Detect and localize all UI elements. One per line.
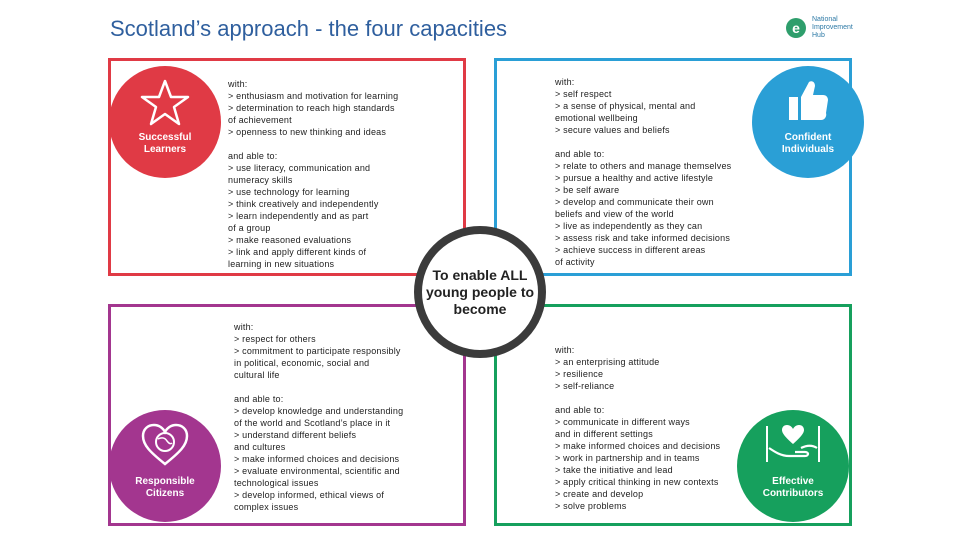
text-line: > solve problems <box>555 501 627 511</box>
logo: e National Improvement Hub <box>786 16 862 40</box>
text-line: of activity <box>555 257 595 267</box>
hands-heart-icon <box>766 425 820 462</box>
text-line: > think creatively and independently <box>228 199 379 209</box>
effective-contributors-box <box>494 304 852 526</box>
heart-globe-icon <box>141 423 189 466</box>
confident-individuals-badge: Confident Individuals <box>752 66 864 178</box>
effective-contributors-text: with: > an enterprising attitude > resilie… <box>555 344 740 512</box>
text-line: and able to: <box>234 394 284 404</box>
text-line: numeracy skills <box>228 175 293 185</box>
text-line: complex issues <box>234 502 299 512</box>
text-line: > pursue a healthy and active lifestyle <box>555 173 714 183</box>
effective-contributors-label: Effective Contributors <box>762 476 824 499</box>
text-line: with: <box>555 345 575 355</box>
text-line: with: <box>555 77 575 87</box>
text-line: > a sense of physical, mental and <box>555 101 696 111</box>
responsible-citizens-text: with: > respect for others > commitment to… <box>234 321 424 513</box>
text-line: > take the initiative and lead <box>555 465 673 475</box>
text-line: and able to: <box>555 149 605 159</box>
text-line: > live as independently as they can <box>555 221 703 231</box>
text-line: > respect for others <box>234 334 316 344</box>
text-line: > achieve success in different areas <box>555 245 706 255</box>
text-line: > self-reliance <box>555 381 615 391</box>
responsible-citizens-badge: Responsible Citizens <box>109 410 221 522</box>
text-line: > evaluate environmental, scientific and <box>234 466 400 476</box>
successful-learners-box <box>108 58 466 276</box>
text-line: > an enterprising attitude <box>555 357 660 367</box>
text-line: > develop and communicate their own <box>555 197 714 207</box>
text-line: > openness to new thinking and ideas <box>228 127 387 137</box>
text-line: > communicate in different ways <box>555 417 690 427</box>
responsible-citizens-box <box>108 304 466 526</box>
text-line: > understand different beliefs <box>234 430 357 440</box>
text-line: with: <box>228 79 248 89</box>
text-line: > resilience <box>555 369 604 379</box>
successful-learners-label: Successful Learners <box>138 132 192 155</box>
successful-learners-text: with: > enthusiasm and motivation for lea… <box>228 78 428 270</box>
text-line: and cultures <box>234 442 286 452</box>
logo-mark: e <box>786 18 806 38</box>
thumbs-up-icon <box>789 81 828 120</box>
text-line: > make informed choices and decisions <box>234 454 400 464</box>
text-line: > use literacy, communication and <box>228 163 371 173</box>
text-line: > make informed choices and decisions <box>555 441 721 451</box>
text-line: and in different settings <box>555 429 653 439</box>
text-line: > apply critical thinking in new context… <box>555 477 719 487</box>
text-line: > relate to others and manage themselves <box>555 161 732 171</box>
text-line: > develop informed, ethical views of <box>234 490 385 500</box>
effective-contributors-badge: Effective Contributors <box>737 410 849 522</box>
confident-individuals-box <box>494 58 852 276</box>
text-line: technological issues <box>234 478 319 488</box>
text-line: > self respect <box>555 89 612 99</box>
text-line: of a group <box>228 223 271 233</box>
responsible-citizens-label: Responsible Citizens <box>135 476 195 499</box>
text-line: > work in partnership and in teams <box>555 453 700 463</box>
text-line: > make reasoned evaluations <box>228 235 352 245</box>
text-line: > assess risk and take informed decision… <box>555 233 731 243</box>
text-line: > develop knowledge and understanding <box>234 406 404 416</box>
center-text: To enable ALL young people to become <box>425 266 535 317</box>
page-title: Scotland’s approach - the four capacitie… <box>110 16 508 41</box>
text-line: > use technology for learning <box>228 187 350 197</box>
confident-individuals-text: with: > self respect > a sense of physical… <box>555 76 750 268</box>
center-circle: To enable ALL young people to become <box>414 226 546 358</box>
star-icon <box>140 79 190 126</box>
text-line: and able to: <box>228 151 278 161</box>
successful-learners-badge: Successful Learners <box>109 66 221 178</box>
text-line: cultural life <box>234 370 280 380</box>
text-line: learning in new situations <box>228 259 335 269</box>
text-line: > link and apply different kinds of <box>228 247 367 257</box>
text-line: with: <box>234 322 254 332</box>
text-line: emotional wellbeing <box>555 113 638 123</box>
logo-text: National Improvement Hub <box>812 16 853 39</box>
text-line: > determination to reach high standards <box>228 103 395 113</box>
text-line: > secure values and beliefs <box>555 125 670 135</box>
text-line: > create and develop <box>555 489 644 499</box>
text-line: > enthusiasm and motivation for learning <box>228 91 399 101</box>
text-line: > be self aware <box>555 185 620 195</box>
text-line: > learn independently and as part <box>228 211 369 221</box>
text-line: > commitment to participate responsibly <box>234 346 401 356</box>
confident-individuals-label: Confident Individuals <box>781 132 835 155</box>
text-line: of the world and Scotland’s place in it <box>234 418 391 428</box>
text-line: beliefs and view of the world <box>555 209 674 219</box>
text-line: and able to: <box>555 405 605 415</box>
text-line: in political, economic, social and <box>234 358 370 368</box>
text-line: of achievement <box>228 115 292 125</box>
